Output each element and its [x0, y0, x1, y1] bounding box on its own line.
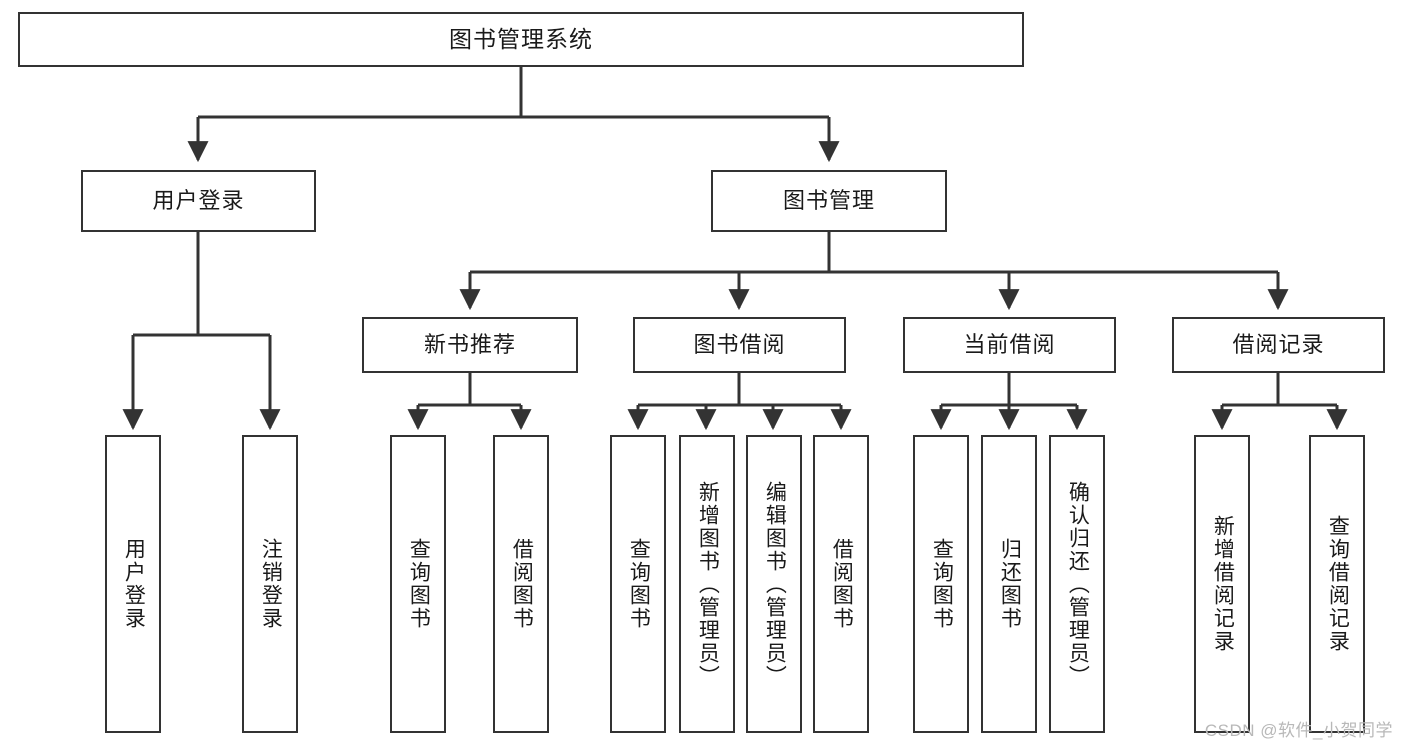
leaf-query-borrow-record[interactable]: 查询借阅记录	[1309, 435, 1365, 733]
leaf-return-book[interactable]: 归还图书	[981, 435, 1037, 733]
node-root[interactable]: 图书管理系统	[18, 12, 1024, 67]
node-user-login[interactable]: 用户登录	[81, 170, 316, 232]
leaf-user-login[interactable]: 用户登录	[105, 435, 161, 733]
leaf-borrow-book[interactable]: 借阅图书	[813, 435, 869, 733]
leaf-add-borrow-record[interactable]: 新增借阅记录	[1194, 435, 1250, 733]
node-book-borrow[interactable]: 图书借阅	[633, 317, 846, 373]
node-book-management[interactable]: 图书管理	[711, 170, 947, 232]
leaf-query-book-newbook[interactable]: 查询图书	[390, 435, 446, 733]
leaf-query-book-current[interactable]: 查询图书	[913, 435, 969, 733]
watermark: CSDN @软件_小贺同学	[1204, 721, 1393, 740]
node-new-book-recommend[interactable]: 新书推荐	[362, 317, 578, 373]
leaf-query-book-borrow[interactable]: 查询图书	[610, 435, 666, 733]
leaf-edit-book-admin[interactable]: 编辑图书（管理员）	[746, 435, 802, 733]
leaf-add-book-admin[interactable]: 新增图书（管理员）	[679, 435, 735, 733]
leaf-logout[interactable]: 注销登录	[242, 435, 298, 733]
node-current-borrow[interactable]: 当前借阅	[903, 317, 1116, 373]
leaf-borrow-book-newbook[interactable]: 借阅图书	[493, 435, 549, 733]
leaf-confirm-return-admin[interactable]: 确认归还（管理员）	[1049, 435, 1105, 733]
node-borrow-record[interactable]: 借阅记录	[1172, 317, 1385, 373]
